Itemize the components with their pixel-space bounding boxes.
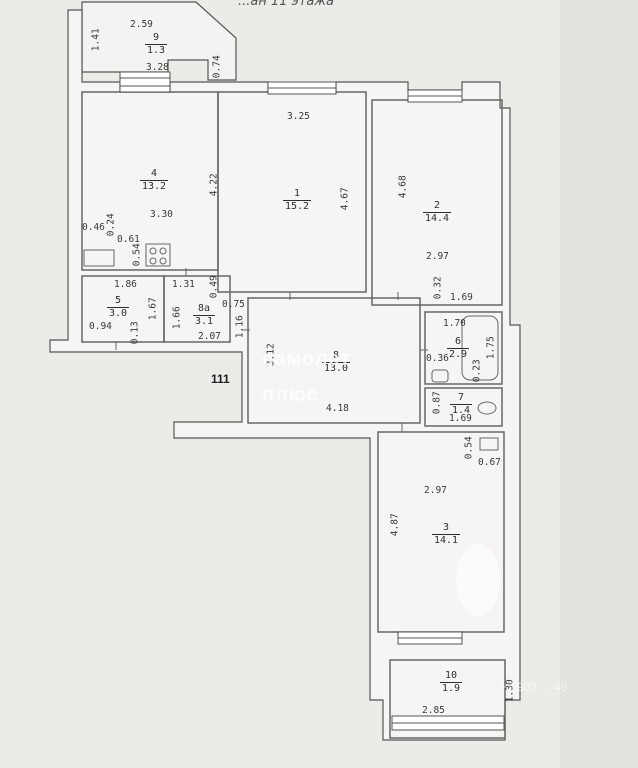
dimension-label: 1.16 — [234, 315, 246, 339]
windows — [119, 71, 505, 731]
room-area: 13.2 — [142, 180, 167, 192]
watermark-line-2: плюс — [262, 384, 319, 406]
fixtures — [83, 243, 499, 451]
dimension-label: 0.54 — [463, 436, 475, 460]
dimension-label: 0.94 — [89, 321, 112, 332]
room-7-outline — [424, 387, 503, 427]
dimension-label: 0.61 — [117, 234, 140, 245]
dimension-label: 1.67 — [147, 297, 159, 321]
room-8-outline — [247, 297, 421, 424]
dimension-label: 0.46 — [82, 222, 105, 233]
dimension-label: 4.68 — [397, 175, 409, 199]
room-6-outline — [424, 311, 503, 385]
room-area: 1.4 — [452, 404, 471, 416]
room-area: 14.4 — [425, 212, 450, 224]
window-1 — [119, 71, 171, 93]
toilet-fixture — [477, 401, 497, 415]
room-area: 1.9 — [442, 682, 461, 694]
dimension-label: 1.41 — [90, 28, 102, 52]
dimension-label: 0.49 — [208, 275, 220, 299]
dimension-label: 1.69 — [449, 413, 472, 424]
dimension-label: 3.28 — [146, 62, 169, 73]
room-number: 2 — [423, 200, 452, 213]
room-number: 7 — [450, 392, 473, 405]
room-area: 14.1 — [434, 534, 459, 546]
paper-shadow — [560, 0, 638, 768]
room-area: 2.9 — [449, 348, 468, 360]
washbasin-fixture — [431, 369, 449, 383]
dimension-label: 1.66 — [171, 306, 183, 330]
watermark-line-1: самолет — [262, 348, 351, 370]
dimension-label: 0.75 — [222, 299, 245, 310]
watermark-corner: +7 903 ... 48 — [500, 680, 568, 694]
room-number: 6 — [447, 336, 470, 349]
dimension-label: 2.85 — [422, 705, 445, 716]
dimension-label: 2.97 — [424, 485, 447, 496]
dimension-label: 1.70 — [443, 318, 466, 329]
dimension-label: 0.67 — [478, 457, 501, 468]
dimension-label: 3.25 — [287, 111, 310, 122]
dimension-label: 0.24 — [105, 213, 117, 237]
room-number: 3 — [432, 522, 461, 535]
dimension-label: 1.31 — [172, 279, 195, 290]
dimension-label: 0.36 — [426, 353, 449, 364]
room-number: 5 — [107, 295, 130, 308]
plan-title: ...ан 11 этажа — [238, 0, 335, 9]
room-number: 10 — [440, 670, 463, 683]
room-number: 4 — [140, 168, 169, 181]
room-number: 1 — [283, 188, 312, 201]
photo-glare — [456, 544, 500, 616]
room-3-fixture — [479, 437, 499, 451]
dimension-label: 4.18 — [326, 403, 349, 414]
dimension-label: 4.22 — [208, 173, 220, 197]
stove-fixture — [145, 243, 171, 267]
dimension-label: 0.32 — [432, 276, 444, 300]
kitchen-sink-fixture — [83, 249, 115, 267]
room-area: 3.1 — [195, 315, 214, 327]
dimension-label: 0.23 — [471, 359, 483, 383]
dimension-label: 0.13 — [129, 321, 141, 345]
room-8a-outline — [163, 275, 231, 343]
room-area: 3.0 — [109, 307, 128, 319]
dimension-label: 4.67 — [339, 187, 351, 211]
dimension-label: 0.87 — [431, 391, 443, 415]
dimension-label: 4.87 — [389, 513, 401, 537]
dimension-label: 1.69 — [450, 292, 473, 303]
room-area: 13.0 — [324, 362, 349, 374]
dimension-label: 1.86 — [114, 279, 137, 290]
dimension-label: 0.54 — [131, 243, 143, 267]
room-number: 8a — [193, 303, 216, 316]
dimension-label: 2.97 — [426, 251, 449, 262]
room-10-outline — [389, 659, 506, 739]
section-label: 111 — [211, 372, 230, 386]
dimension-label: 1.75 — [485, 336, 497, 360]
dimension-label: 3.30 — [150, 209, 173, 220]
dimension-label: 2.59 — [130, 19, 153, 30]
dimension-label: 0.74 — [211, 55, 223, 79]
room-area: 15.2 — [285, 200, 310, 212]
dimension-label: 2.07 — [198, 331, 221, 342]
room-number: 8 — [322, 350, 351, 363]
room-number: 9 — [145, 32, 168, 45]
room-area: 1.3 — [147, 44, 166, 56]
